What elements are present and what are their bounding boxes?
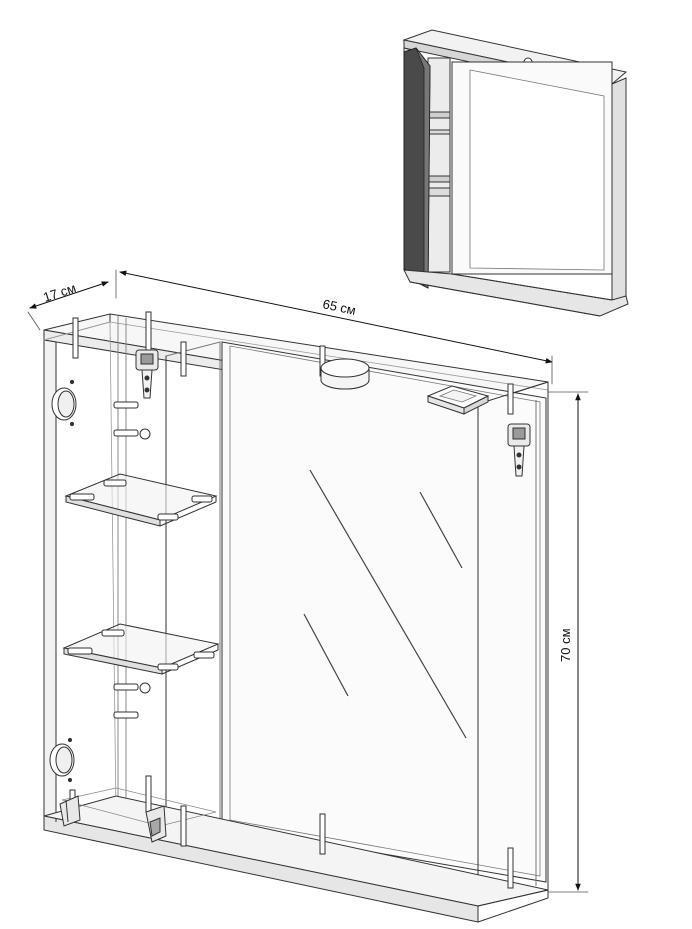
depth-label: 17 см <box>41 280 78 305</box>
hinge-cup-upper <box>51 379 77 427</box>
thumb-right-side <box>611 77 627 303</box>
hardware <box>49 311 531 889</box>
top-dowels <box>72 311 514 415</box>
mirror-reflection-3 <box>303 613 349 697</box>
divider-panel <box>165 341 221 843</box>
cam-lock-upper <box>139 428 151 440</box>
mirror-reflection-2 <box>419 491 463 569</box>
bottom-bracket-center <box>145 805 167 843</box>
mirror-reflection-1 <box>309 469 467 739</box>
wall-hanger-bracket-icon <box>507 423 531 477</box>
bottom-bracket-left <box>59 795 81 827</box>
shelf-pins <box>67 401 215 719</box>
width-label: 65 см <box>321 296 357 318</box>
width-dimension: 65 см <box>115 269 553 385</box>
height-label: 70 см <box>558 628 573 662</box>
wall-hanger-bracket-icon <box>135 349 159 399</box>
height-dimension: 70 см <box>547 391 589 893</box>
mirror-door <box>221 341 547 883</box>
socket-box-icon <box>426 385 490 415</box>
cam-lock-lower <box>139 682 151 694</box>
hinge-cup-lower <box>49 737 75 783</box>
thumb-bottom-shelf <box>403 269 629 317</box>
glass-shelf-upper <box>64 473 218 527</box>
cabinet-thumbnail <box>402 29 629 317</box>
hinge-cup-icon <box>320 358 370 390</box>
cabinet-main <box>43 313 549 923</box>
